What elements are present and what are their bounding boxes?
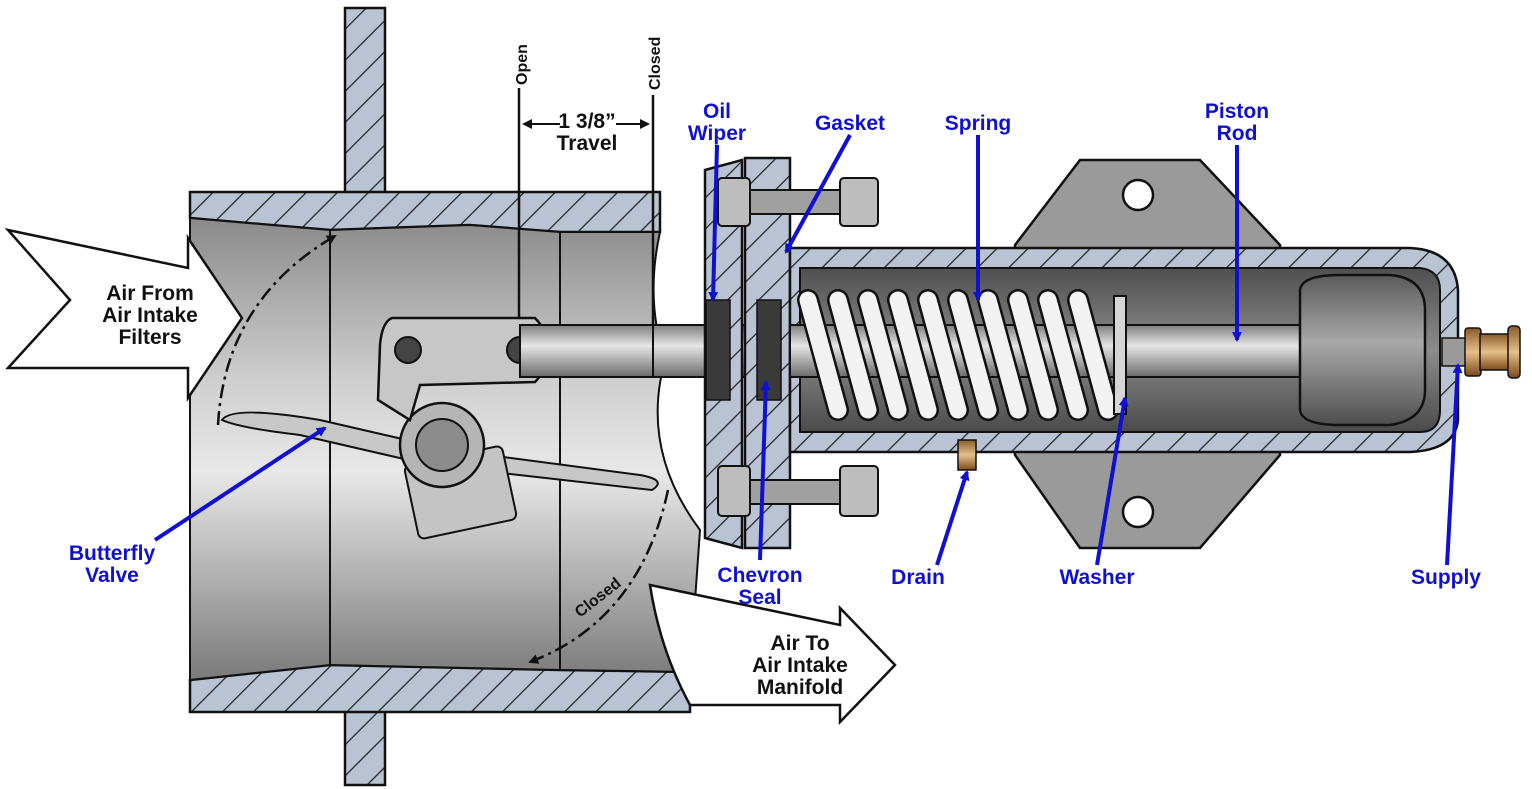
spring-label: Spring bbox=[945, 112, 1012, 135]
chevron-seal-label-1: Chevron bbox=[717, 564, 802, 587]
washer-arrow bbox=[1095, 396, 1129, 566]
drain-label: Drain bbox=[891, 566, 945, 589]
butterfly-valve-label-1: Butterfly bbox=[69, 542, 156, 565]
air-to-line-2: Air Intake bbox=[752, 654, 848, 677]
chevron-seal-block bbox=[756, 299, 782, 401]
washer bbox=[1113, 295, 1127, 415]
gasket-arrow bbox=[784, 134, 852, 254]
oil-wiper-label-2: Wiper bbox=[688, 122, 746, 145]
spring bbox=[797, 289, 1119, 421]
piston bbox=[1298, 273, 1427, 427]
drain-plug bbox=[957, 439, 977, 471]
oil-wiper-arrow bbox=[708, 144, 719, 302]
air-from-line-2: Air Intake bbox=[102, 304, 198, 327]
piston-rod-label-2: Rod bbox=[1217, 122, 1258, 145]
supply-fitting bbox=[1441, 325, 1521, 379]
travel-line-2: Travel bbox=[557, 132, 618, 155]
cylinder-housing bbox=[703, 156, 1521, 550]
chevron-seal-label-2: Seal bbox=[738, 586, 781, 609]
air-to-line-3: Manifold bbox=[757, 676, 843, 699]
air-from-line-3: Filters bbox=[118, 326, 181, 349]
swing-arc-top bbox=[216, 234, 337, 426]
oil-wiper-label-1: Oil bbox=[703, 100, 731, 123]
swing-arc-bottom bbox=[528, 489, 670, 664]
bolt-bottom bbox=[717, 465, 879, 517]
open-label: Open bbox=[514, 44, 531, 85]
air-to-arrow: Air To Air Intake Manifold bbox=[648, 583, 897, 726]
oil-wiper-seal bbox=[705, 299, 731, 401]
bolt-top bbox=[717, 177, 879, 227]
chevron-seal-arrow bbox=[758, 380, 771, 561]
butterfly-valve-label-2: Valve bbox=[85, 564, 139, 587]
supply-arrow bbox=[1445, 363, 1463, 566]
crank-pivot-1 bbox=[394, 336, 422, 364]
air-from-arrow: Air From Air Intake Filters bbox=[4, 227, 244, 403]
air-from-line-1: Air From bbox=[106, 282, 194, 305]
air-to-line-1: Air To bbox=[770, 632, 829, 655]
closed-top-label: Closed bbox=[647, 37, 664, 90]
gasket-label: Gasket bbox=[815, 112, 885, 135]
travel-line-1: 1 3/8” bbox=[558, 110, 615, 133]
supply-label: Supply bbox=[1411, 566, 1481, 589]
mount-hole-top bbox=[1121, 178, 1155, 212]
drain-arrow bbox=[935, 470, 970, 566]
butterfly-valve-arrow bbox=[153, 426, 327, 542]
duct-flange-top bbox=[343, 6, 387, 210]
washer-label: Washer bbox=[1059, 566, 1134, 589]
mount-hole-bottom bbox=[1121, 495, 1155, 529]
leader-arrows bbox=[153, 134, 1463, 566]
intake-duct bbox=[188, 6, 702, 787]
piston-rod-label-1: Piston bbox=[1205, 100, 1269, 123]
